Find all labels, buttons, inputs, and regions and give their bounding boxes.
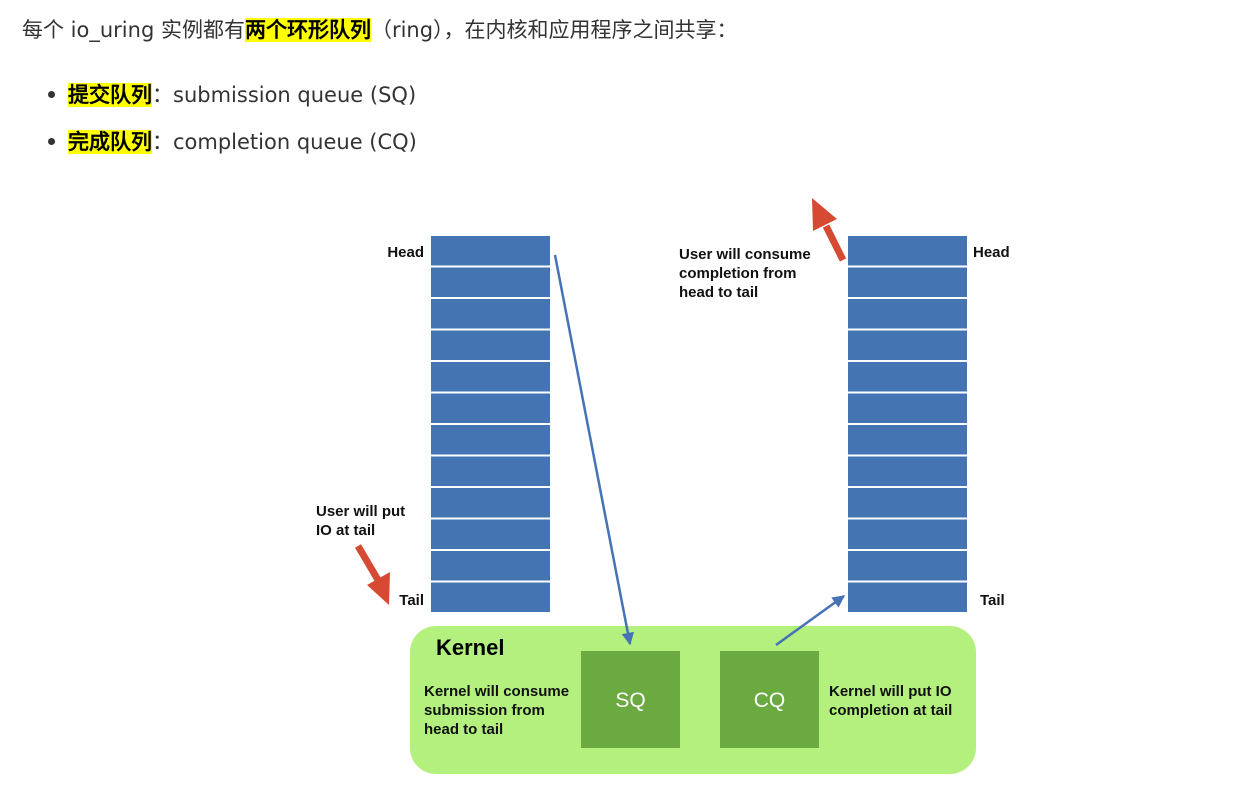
sq-head-label: Head <box>387 244 424 261</box>
ring-slot <box>431 582 550 612</box>
ring-slot <box>431 551 550 581</box>
kernel-panel <box>410 626 976 774</box>
cq-head-label: Head <box>973 244 1010 261</box>
intro-paragraph: 每个 io_uring 实例都有两个环形队列（ring），在内核和应用程序之间共… <box>22 14 738 46</box>
bullet-submission-queue: 提交队列：submission queue (SQ) <box>48 76 417 123</box>
ring-slot <box>431 425 550 455</box>
ring-slot <box>848 267 967 297</box>
ring-slot <box>848 362 967 392</box>
kernel-title: Kernel <box>436 635 504 660</box>
sq-submit-arrow-icon <box>553 254 635 646</box>
ring-slot <box>848 582 967 612</box>
sq-tail-label: Tail <box>399 592 424 609</box>
ring-slot <box>431 330 550 360</box>
user-put-note: User will put IO at tail <box>316 503 409 539</box>
kernel-consume-note: Kernel will consume submission from head… <box>424 683 573 738</box>
bullet-dot-icon <box>48 91 55 98</box>
intro-highlight: 两个环形队列 <box>244 18 371 42</box>
bullet-description: submission queue (SQ) <box>173 83 417 107</box>
kernel-cq-box <box>720 651 819 748</box>
completion-queue-ring <box>848 236 967 612</box>
kernel-sq-label: SQ <box>615 689 645 712</box>
ring-slot <box>848 393 967 423</box>
user-consume-arrow-icon <box>812 198 847 262</box>
ring-slot <box>431 519 550 549</box>
bullet-term: 完成队列 <box>68 130 152 154</box>
bullet-description: completion queue (CQ) <box>173 130 417 154</box>
ring-slot <box>431 362 550 392</box>
submission-queue-ring <box>431 236 550 612</box>
user-put-arrow-icon <box>354 544 390 605</box>
ring-slot <box>431 393 550 423</box>
queue-bullet-list: 提交队列：submission queue (SQ) 完成队列：completi… <box>48 76 417 170</box>
bullet-separator: ： <box>152 130 173 154</box>
ring-slot <box>848 330 967 360</box>
kernel-cq-label: CQ <box>754 689 786 712</box>
bullet-completion-queue: 完成队列：completion queue (CQ) <box>48 123 417 170</box>
ring-slot <box>848 236 967 266</box>
ring-slot <box>848 425 967 455</box>
ring-slot <box>431 488 550 518</box>
ring-slot <box>431 299 550 329</box>
ring-slot <box>848 299 967 329</box>
ring-slot <box>848 488 967 518</box>
bullet-dot-icon <box>48 138 55 145</box>
ring-slot <box>431 236 550 266</box>
cq-complete-arrow-icon <box>775 594 846 647</box>
ring-slot <box>848 519 967 549</box>
bullet-separator: ： <box>152 83 173 107</box>
intro-text-after: （ring），在内核和应用程序之间共享： <box>370 18 738 42</box>
cq-tail-label: Tail <box>980 592 1005 609</box>
user-consume-note: User will consume completion from head t… <box>679 246 815 301</box>
ring-slot <box>848 456 967 486</box>
intro-text-before: 每个 io_uring 实例都有 <box>22 18 245 42</box>
ring-slot <box>431 267 550 297</box>
kernel-put-note: Kernel will put IO completion at tail <box>829 683 956 719</box>
kernel-sq-box <box>581 651 680 748</box>
ring-slot <box>848 551 967 581</box>
ring-slot <box>431 456 550 486</box>
bullet-term: 提交队列 <box>68 83 152 107</box>
